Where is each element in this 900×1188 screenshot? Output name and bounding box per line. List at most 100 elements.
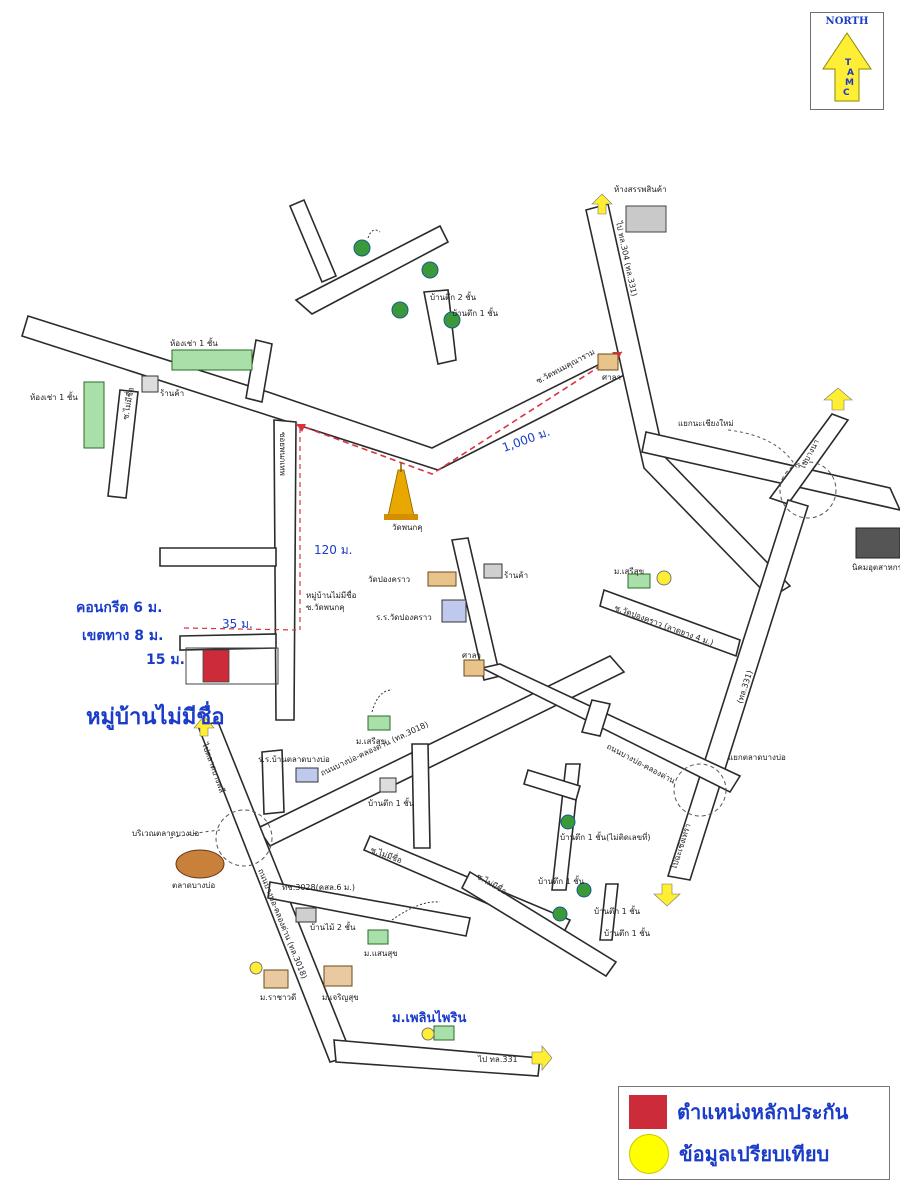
tree-icon <box>353 239 371 257</box>
road-left-vertical <box>245 339 273 403</box>
label-market: ตลาดบางบ่อ <box>172 881 215 890</box>
subject-parcel[interactable] <box>202 649 230 683</box>
label-shrine-2: ศาลา <box>462 651 481 660</box>
label-sanseuk: ม.เสรีสุข <box>356 737 386 746</box>
label-wat-pong: วัดปองคราว <box>368 575 410 584</box>
dashed-callout <box>371 689 393 713</box>
measure-depth: 15 ม. <box>146 652 185 668</box>
label-estate: ม.เสรีสุข <box>614 567 644 576</box>
label-junction-top: แยกนะเชียงใหม่ <box>678 419 734 428</box>
house-icon <box>295 907 317 923</box>
legend-comparable-label: ข้อมูลเปรียบเทียบ <box>679 1142 830 1166</box>
shop-icon <box>141 375 159 393</box>
house-icon <box>627 573 651 589</box>
school-icon <box>441 599 467 623</box>
house-icon <box>263 969 289 989</box>
shrine-icon <box>597 353 619 371</box>
comparable-marker-2 <box>421 1027 435 1041</box>
north-arrow-icon: T A M C <box>822 32 872 102</box>
label-rental-1: ห้องเช่า 1 ชั้น <box>170 337 218 348</box>
label-hamlet-1: หมู่บ้านไม่มีชื่อ <box>306 589 357 601</box>
label-brick-1f-a: บ้านตึก 1 ชั้น <box>538 875 585 886</box>
measure-concrete: คอนกรีต 6 ม. <box>76 600 162 616</box>
label-brick-1f-mid: บ้านตึก 1 ชั้น <box>368 797 415 808</box>
road-soi-top-mid <box>294 224 450 315</box>
arrow-down-icon <box>653 883 681 907</box>
north-letter-a: A <box>847 68 854 78</box>
house-icon <box>379 777 397 793</box>
road-soi-top-left <box>288 198 338 284</box>
road-3018-ext <box>479 663 742 794</box>
legend-subject-label: ตำแหน่งหลักประกัน <box>677 1100 849 1124</box>
north-letter-c: C <box>843 88 850 98</box>
place-labels: ห้องเช่า 1 ชั้น ห้องเช่า 1 ชั้น ร้านค้า … <box>30 185 900 1002</box>
road-lane-3028 <box>267 881 471 937</box>
label-bangbo-intersection: บริเวณตลาดบางบ่อ <box>132 829 199 838</box>
label-brick-unnumbered: บ้านตึก 1 ชั้น(ไม่ติดเลขที่) <box>560 831 650 842</box>
road-331-lower <box>666 499 810 881</box>
measure-120: 120 ม. <box>314 543 352 557</box>
temple-hall-icon <box>427 571 457 587</box>
label-mansion: ม.เจริญสุข <box>322 993 359 1002</box>
label-rental-2: ห้องเช่า 1 ชั้น <box>30 391 78 402</box>
arrow-right-icon <box>531 1045 553 1071</box>
road-331-upper <box>585 203 792 600</box>
road-lane-vert-2 <box>599 883 619 941</box>
north-letter-m: M <box>845 78 854 88</box>
house-icon <box>323 965 353 987</box>
legend-row-comparable: ข้อมูลเปรียบเทียบ <box>629 1134 830 1174</box>
comparable-markers[interactable] <box>249 570 672 1041</box>
tree-icon <box>391 301 409 319</box>
junction-circles <box>169 429 837 867</box>
road-soi-main-vertical <box>273 419 297 721</box>
label-brick-2f: บ้านตึก 2 ชั้น <box>430 291 477 302</box>
grocery-icon <box>483 563 503 579</box>
comparable-marker-1 <box>249 961 263 975</box>
label-brick-1f-b: บ้านตึก 1 ชั้น <box>594 905 641 916</box>
road-label-soi-main: ซอยพนกเทพ <box>278 432 287 476</box>
subject-parcel-outline <box>185 647 279 685</box>
tree-icon <box>560 814 576 830</box>
north-label: NORTH <box>825 16 869 27</box>
road-label-3028: ทช.3028(คสล.6 ม.) <box>282 883 355 892</box>
house-icon <box>367 715 391 731</box>
road-lane-vert-4 <box>261 749 285 815</box>
market-basket-icon <box>175 849 225 879</box>
house-icon <box>295 767 319 783</box>
north-compass: NORTH T A M C <box>810 12 884 110</box>
distance-lines <box>183 351 623 631</box>
tree-icon <box>552 906 568 922</box>
label-plaza-school: ร.ร.บ้านตลาดบางบ่อ <box>258 755 330 764</box>
road-lane-right-small <box>523 768 581 802</box>
road-soi-top-mid-2 <box>423 289 457 365</box>
road-lane-east <box>599 588 741 658</box>
subject-village-label: หมู่บ้านไม่มีชื่อ <box>86 700 225 731</box>
direction-arrows <box>193 193 853 1071</box>
label-factory: นิคมอุตสาหกรรม <box>852 563 900 572</box>
label-hamlet-2: ซ.วัดพนกคุ <box>306 603 345 612</box>
comparable-marker-3 <box>656 570 672 586</box>
label-grocery: ร้านค้า <box>504 571 528 580</box>
road-left-soi <box>107 389 139 499</box>
label-shop: ร้านค้า <box>160 389 184 398</box>
road-bottom-horizontal <box>333 1039 541 1077</box>
label-brick-1f: บ้านตึก 1 ชั้น <box>452 307 499 318</box>
tree-icon <box>576 882 592 898</box>
label-shrine-1: ศาลา <box>602 373 621 382</box>
label-rachawadee: ม.ราชาวดี <box>260 993 296 1002</box>
subject-swatch <box>629 1095 667 1129</box>
label-school: ร.ร.วัดปองคราว <box>376 613 432 622</box>
tree-icon <box>421 261 439 279</box>
legend-row-subject: ตำแหน่งหลักประกัน <box>629 1093 848 1131</box>
comparable-swatch <box>629 1134 669 1174</box>
measure-35: 35 ม. <box>222 617 253 631</box>
map-legend: ตำแหน่งหลักประกัน ข้อมูลเปรียบเทียบ <box>618 1086 890 1180</box>
road-lane-right-stub <box>580 699 612 737</box>
label-brick-1f-c: บ้านตึก 1 ชั้น <box>604 927 651 938</box>
rental-row-icon <box>83 381 105 449</box>
shrine-icon <box>463 659 485 677</box>
arrow-up-icon <box>591 193 613 215</box>
road-lane-vert-3 <box>411 743 431 849</box>
